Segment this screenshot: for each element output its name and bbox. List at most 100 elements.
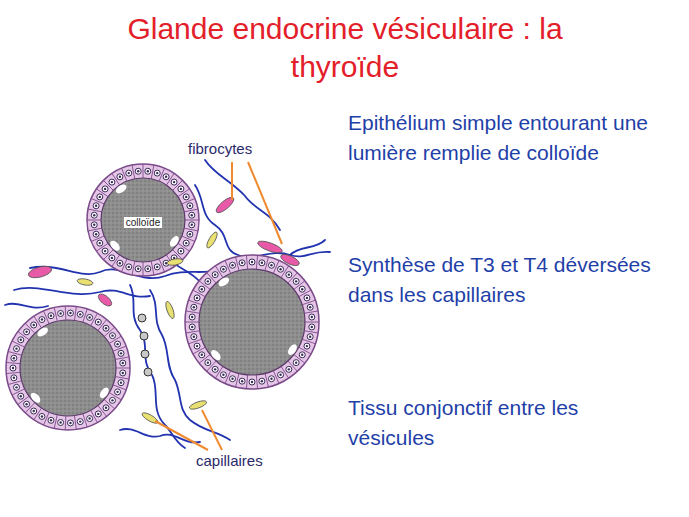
- resorption-vacuole: [209, 348, 222, 362]
- nucleus: [154, 264, 160, 270]
- resorption-vacuole: [286, 343, 299, 357]
- nucleus: [286, 366, 292, 372]
- note-text: Epithélium simple entourant une lumière …: [348, 108, 658, 169]
- nucleolus: [20, 339, 22, 341]
- part-label: fibrocytes: [188, 140, 252, 157]
- nucleolus: [13, 357, 15, 359]
- resorption-vacuole: [114, 183, 128, 196]
- cell-border: [115, 357, 129, 359]
- nucleus: [115, 341, 121, 347]
- nucleus: [109, 179, 115, 185]
- nucleus: [117, 174, 123, 180]
- nucleus: [259, 260, 265, 266]
- cell-border: [54, 308, 57, 322]
- nucleus: [249, 379, 255, 385]
- capillary-network: [5, 160, 330, 448]
- nucleus: [299, 286, 305, 292]
- nucleolus: [279, 374, 281, 376]
- nucleus: [183, 240, 189, 246]
- nucleus: [18, 393, 24, 399]
- cell-border: [236, 373, 239, 387]
- nucleus: [212, 366, 218, 372]
- nucleus: [189, 212, 195, 218]
- nucleolus: [119, 262, 121, 264]
- nucleolus: [191, 224, 193, 226]
- nucleolus: [185, 196, 187, 198]
- nucleus: [194, 295, 200, 301]
- resorption-vacuole: [108, 239, 121, 253]
- nucleus: [187, 203, 193, 209]
- nucleolus: [306, 297, 308, 299]
- nucleolus: [251, 261, 253, 263]
- nucleolus: [122, 362, 124, 364]
- nucleus: [31, 322, 37, 328]
- nucleus: [293, 278, 299, 284]
- nucleolus: [111, 399, 113, 401]
- nucleolus: [69, 312, 71, 314]
- nucleus: [163, 174, 169, 180]
- cell-border: [256, 375, 257, 389]
- nucleolus: [33, 410, 35, 412]
- nucleolus: [191, 316, 193, 318]
- nucleus: [91, 212, 97, 218]
- nucleolus: [95, 233, 97, 235]
- nucleolus: [261, 262, 263, 264]
- thyroid-follicles: [6, 164, 319, 430]
- nucleus: [97, 240, 103, 246]
- cell-border: [151, 165, 154, 179]
- cell-border: [143, 164, 144, 178]
- nucleus: [286, 272, 292, 278]
- nucleus: [95, 411, 101, 417]
- nucleus: [87, 416, 93, 422]
- nucleus: [309, 324, 315, 330]
- nucleus: [145, 168, 151, 174]
- nucleolus: [173, 181, 175, 183]
- nucleus: [39, 317, 45, 323]
- nucleolus: [25, 331, 27, 333]
- nucleus: [212, 272, 218, 278]
- nucleolus: [189, 233, 191, 235]
- nucleus: [87, 314, 93, 320]
- nucleus: [199, 352, 205, 358]
- nucleolus: [189, 205, 191, 207]
- nucleus: [220, 266, 226, 272]
- nucleus: [239, 378, 245, 384]
- cell-border: [186, 331, 200, 333]
- nucleolus: [88, 316, 90, 318]
- nucleolus: [12, 367, 14, 369]
- nucleolus: [25, 403, 27, 405]
- cell-border: [88, 209, 102, 212]
- cell-border: [305, 322, 319, 323]
- nucleus: [93, 203, 99, 209]
- nucleolus: [93, 224, 95, 226]
- nucleolus: [241, 380, 243, 382]
- nucleus: [10, 365, 16, 371]
- leader-lines: [155, 162, 282, 450]
- nucleus: [230, 376, 236, 382]
- cell-border: [304, 331, 318, 333]
- nucleolus: [104, 250, 106, 252]
- nucleolus: [119, 176, 121, 178]
- follicle: [6, 306, 130, 430]
- nucleus: [24, 329, 30, 335]
- cell-border: [116, 368, 130, 369]
- nucleus: [126, 264, 132, 270]
- nucleus: [103, 405, 109, 411]
- nucleus: [307, 334, 313, 340]
- nucleus: [154, 170, 160, 176]
- cell-border: [8, 352, 21, 356]
- nucleus: [93, 231, 99, 237]
- nucleolus: [270, 378, 272, 380]
- nucleolus: [59, 312, 61, 314]
- nucleus: [31, 408, 37, 414]
- nucleolus: [97, 413, 99, 415]
- nucleus: [120, 370, 126, 376]
- note-text: Synthèse de T3 et T4 déversées dans les …: [348, 250, 658, 311]
- nucleolus: [105, 407, 107, 409]
- nucleolus: [59, 421, 61, 423]
- nucleus: [191, 304, 197, 310]
- cell-border: [185, 220, 199, 221]
- nucleus: [11, 355, 17, 361]
- nucleus: [67, 310, 73, 316]
- nucleolus: [105, 327, 107, 329]
